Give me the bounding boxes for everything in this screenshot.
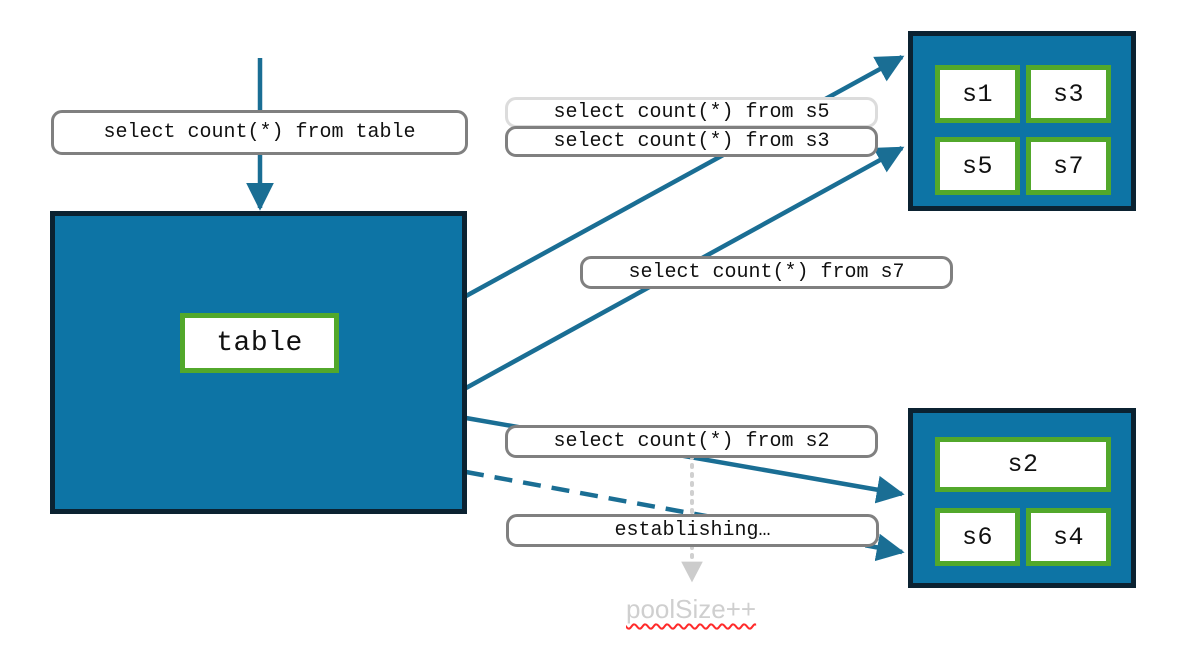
poolsize-increment-annotation: poolSize++: [626, 594, 756, 625]
pill-query-s3[interactable]: select count(*) from s3: [505, 126, 878, 157]
pill-query-table[interactable]: select count(*) from table: [51, 110, 468, 155]
pill-query-s2[interactable]: select count(*) from s2: [505, 425, 878, 458]
pill-query-s7-label: select count(*) from s7: [628, 261, 905, 284]
pill-query-s5[interactable]: select count(*) from s5: [505, 97, 878, 128]
table-node-label: table: [216, 327, 303, 359]
pill-establishing[interactable]: establishing…: [506, 514, 879, 547]
pool-top-node-s7-label: s7: [1052, 151, 1084, 181]
pool-top-node-s1[interactable]: s1: [935, 65, 1020, 123]
pill-establishing-label: establishing…: [614, 519, 771, 542]
pill-query-s5-label: select count(*) from s5: [553, 101, 830, 124]
pool-bottom-node-s2-label: s2: [1007, 450, 1039, 479]
pool-top-node-s1-label: s1: [961, 79, 993, 109]
poolsize-increment-label: poolSize++: [626, 594, 757, 624]
pool-top-node-s3-label: s3: [1052, 79, 1084, 109]
pool-bottom-node-s4[interactable]: s4: [1026, 508, 1111, 566]
pool-top-node-s5[interactable]: s5: [935, 137, 1020, 195]
pool-top-node-s3[interactable]: s3: [1026, 65, 1111, 123]
pill-query-table-label: select count(*) from table: [103, 121, 416, 144]
table-node[interactable]: table: [180, 313, 339, 373]
pill-query-s3-label: select count(*) from s3: [553, 130, 830, 153]
pool-bottom-node-s2[interactable]: s2: [935, 437, 1111, 492]
pool-top-node-s5-label: s5: [961, 151, 993, 181]
pill-query-s7[interactable]: select count(*) from s7: [580, 256, 953, 289]
pool-bottom-node-s6[interactable]: s6: [935, 508, 1020, 566]
pill-query-s2-label: select count(*) from s2: [553, 430, 830, 453]
pool-bottom-node-s6-label: s6: [961, 522, 993, 552]
pool-bottom-node-s4-label: s4: [1052, 522, 1084, 552]
pool-top-node-s7[interactable]: s7: [1026, 137, 1111, 195]
connector-table-to-pool-bottom-dashed: [465, 469, 905, 562]
connector-table-to-pool-top-a: [464, 55, 905, 298]
